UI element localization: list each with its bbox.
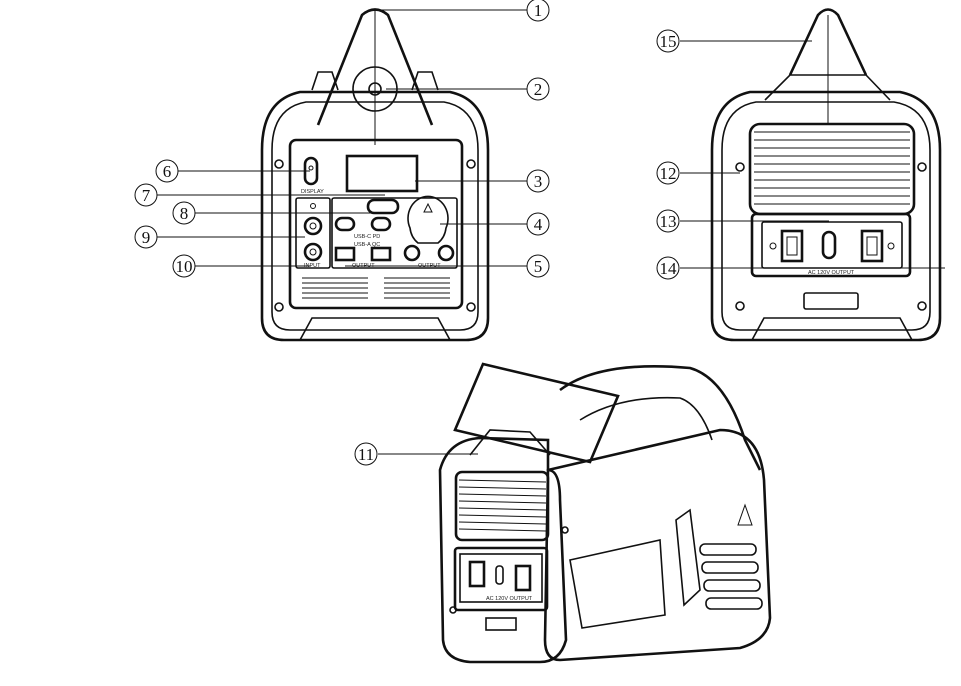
iso-ac-panel — [453, 546, 549, 612]
rear-grille — [748, 122, 916, 216]
dc-input-port-2 — [303, 242, 323, 262]
back-callouts: 15 12 13 14 — [656, 15, 945, 280]
front-vents — [302, 277, 450, 299]
ac-panel — [750, 212, 912, 278]
dc-output-port-1 — [403, 244, 421, 262]
ac-outlet-1 — [780, 229, 804, 263]
lcd-display — [345, 154, 419, 193]
iso-ac-outlet-2 — [514, 564, 532, 592]
rear-grille-slats — [754, 131, 910, 205]
wireless-pad — [407, 195, 449, 244]
usb-c-port-1 — [334, 216, 356, 232]
usb-a-port-1 — [334, 246, 356, 262]
callout-6: 6 — [163, 162, 172, 181]
callout-1: 1 — [534, 1, 543, 20]
dc-input-port-1 — [303, 216, 323, 236]
iso-front-panel — [438, 436, 568, 664]
iso-side-vents — [699, 543, 763, 610]
dc-output-port-2 — [437, 244, 455, 262]
callout-15: 15 — [660, 32, 677, 51]
callout-4: 4 — [534, 215, 543, 234]
usb-c-port-2 — [370, 216, 392, 232]
back-view: AC 120V OUTPUT — [710, 8, 942, 342]
warning-triangle — [737, 503, 753, 526]
iso-ac-outlet-1 — [468, 560, 486, 588]
callout-10: 10 — [176, 257, 193, 276]
iso-grille — [454, 470, 550, 542]
callout-11: 11 — [358, 445, 374, 464]
callout-3: 3 — [534, 172, 543, 191]
input-label: INPUT — [304, 263, 321, 269]
ac-switch — [821, 230, 837, 260]
callout-8: 8 — [180, 204, 189, 223]
usb-c-label: USB-C PD — [354, 234, 380, 240]
solar-flap — [453, 362, 620, 464]
callout-12: 12 — [660, 164, 677, 183]
callout-7: 7 — [142, 186, 151, 205]
front-shell — [260, 90, 490, 342]
isometric-view: AC 120V OUTPUT — [438, 362, 772, 664]
display-label: DISPLAY — [301, 189, 324, 195]
iso-grille-slats — [458, 479, 547, 532]
iso-label-plate — [485, 617, 517, 631]
usb-button — [366, 198, 400, 215]
back-shell — [710, 90, 942, 342]
callout-13: 13 — [660, 212, 677, 231]
callout-14: 14 — [660, 259, 678, 278]
ac-outlet-2 — [860, 229, 884, 263]
iso-ac-label: AC 120V OUTPUT — [486, 596, 533, 602]
usb-a-port-2 — [370, 246, 392, 262]
ac-output-label: AC 120V OUTPUT — [808, 270, 855, 276]
callout-5: 5 — [534, 257, 543, 276]
callout-9: 9 — [142, 228, 151, 247]
iso-callouts: 11 — [354, 442, 478, 466]
front-callouts: 1 2 3 4 5 6 7 8 9 10 — [134, 0, 550, 278]
rear-label-plate — [803, 292, 859, 310]
iso-side-panel — [543, 428, 772, 662]
usb-a-label: USB-A QC — [354, 242, 380, 248]
callout-2: 2 — [534, 80, 543, 99]
